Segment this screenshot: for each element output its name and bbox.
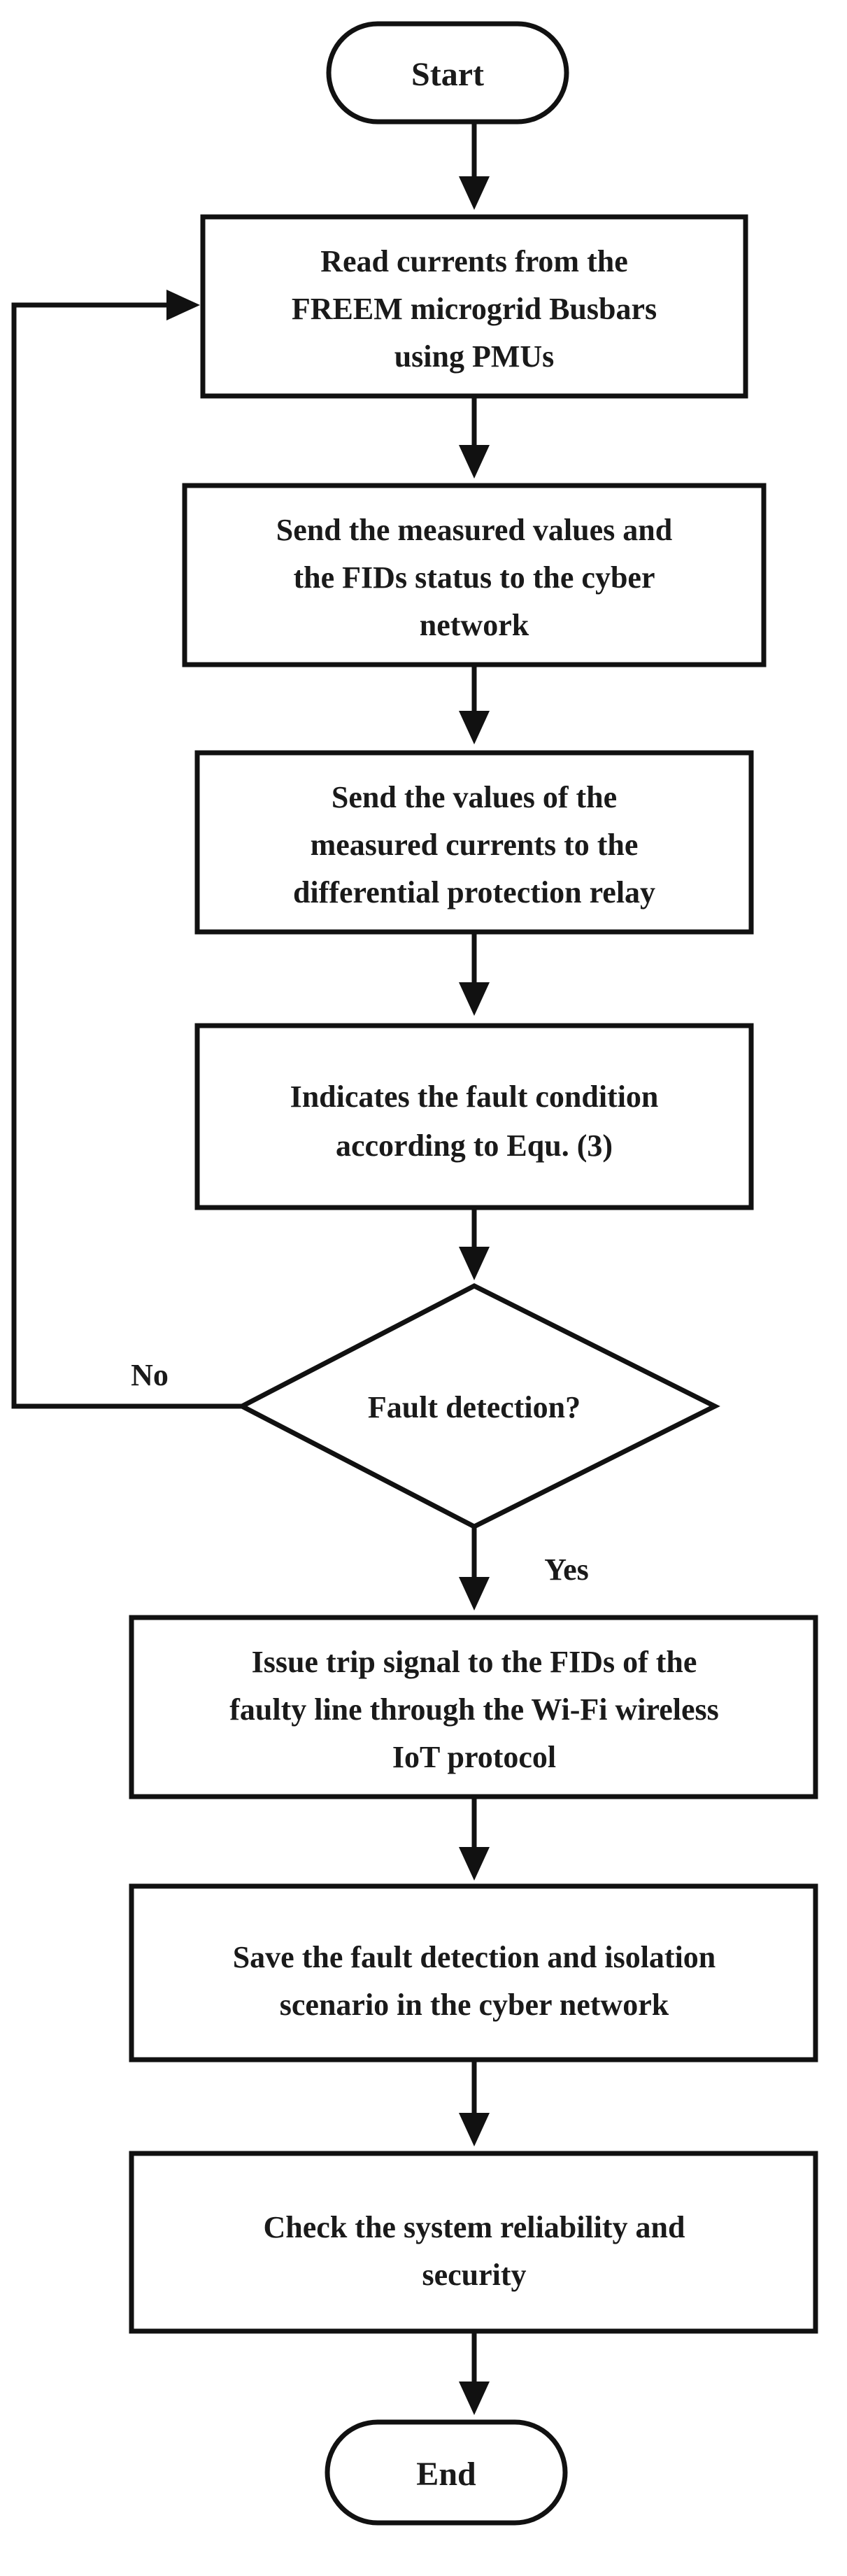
step-text-line: Save the fault detection and isolation: [233, 1940, 716, 1974]
connector-arrow: [459, 665, 490, 744]
step-text-line: IoT protocol: [392, 1740, 556, 1774]
step-text-line: Read currents from the: [320, 244, 628, 278]
step-text-line: scenario in the cyber network: [280, 1988, 669, 2022]
step-text-line: network: [420, 608, 529, 642]
start-label: Start: [411, 56, 484, 93]
step-text-line: Issue trip signal to the FIDs of the: [252, 1645, 697, 1679]
connector-arrow: [459, 2331, 490, 2415]
process-step-check-reliability: Check the system reliability and securit…: [129, 2151, 818, 2334]
no-branch-label: No: [131, 1358, 169, 1392]
connector-arrow: [459, 2060, 490, 2146]
end-terminator: End: [325, 2419, 568, 2526]
process-step-send-to-relay: Send the values of the measured currents…: [194, 750, 754, 935]
process-step-send-measured-values: Send the measured values and the FIDs st…: [182, 483, 767, 667]
step-text-line: Send the measured values and: [276, 513, 672, 547]
end-label: End: [416, 2456, 476, 2493]
step-text-line: the FIDs status to the cyber: [294, 560, 655, 595]
connector-arrow: [459, 122, 490, 210]
process-step-indicate-fault: Indicates the fault condition according …: [194, 1023, 754, 1210]
step-text-line: FREEM microgrid Busbars: [292, 292, 657, 326]
step-text-line: differential protection relay: [293, 875, 655, 910]
decision-fault-detection: Fault detection?: [236, 1283, 720, 1529]
connector-arrow: [459, 396, 490, 479]
no-branch-loop: No: [11, 290, 242, 1409]
step-text-line: using PMUs: [394, 339, 555, 374]
step-text-line: Check the system reliability and: [264, 2210, 685, 2244]
step-text-line: Indicates the fault condition: [290, 1080, 659, 1114]
connector-arrow: [459, 1797, 490, 1881]
process-step-issue-trip-signal: Issue trip signal to the FIDs of the fau…: [129, 1615, 818, 1799]
process-step-save-scenario: Save the fault detection and isolation s…: [129, 1883, 818, 2062]
yes-branch-arrow: Yes: [459, 1527, 589, 1611]
step-text-line: Send the values of the: [332, 780, 617, 814]
start-terminator: Start: [326, 21, 569, 125]
yes-branch-label: Yes: [544, 1552, 589, 1587]
process-step-read-currents: Read currents from the FREEM microgrid B…: [200, 214, 748, 399]
decision-label: Fault detection?: [368, 1390, 581, 1424]
step-text-line: security: [422, 2258, 526, 2292]
step-text-line: measured currents to the: [311, 828, 639, 862]
step-text-line: according to Equ. (3): [336, 1128, 613, 1163]
connector-arrow: [459, 932, 490, 1016]
step-text-line: faulty line through the Wi-Fi wireless: [229, 1692, 719, 1727]
connector-arrow: [459, 1208, 490, 1280]
